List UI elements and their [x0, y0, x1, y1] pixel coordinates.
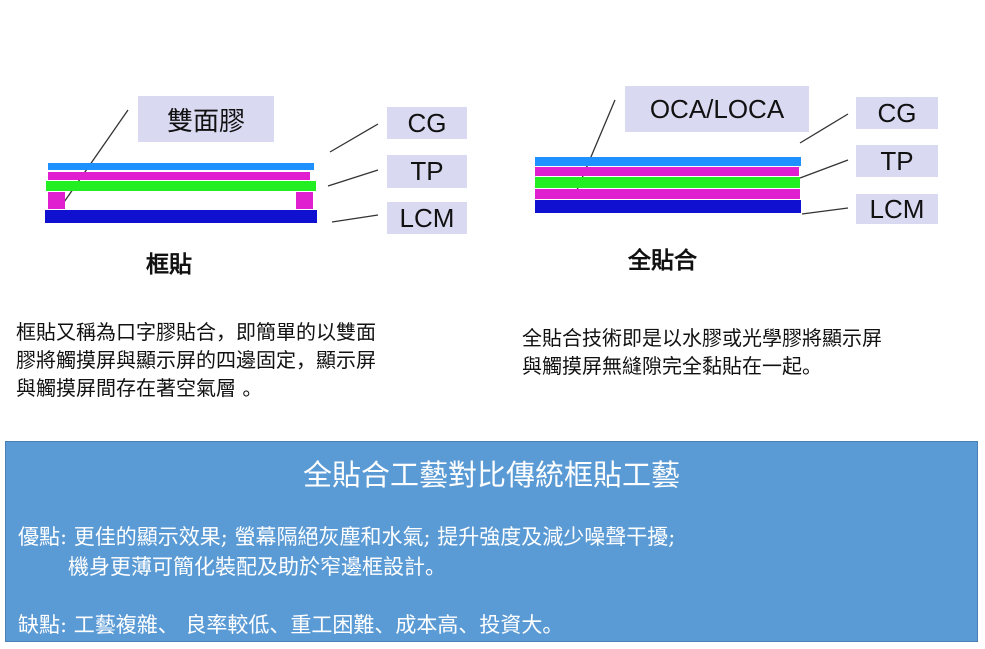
frame-tape-right-side — [296, 192, 313, 209]
description-line: 與觸摸屏無縫隙完全黏貼在一起。 — [522, 354, 822, 378]
adhesive-layer-right-top — [535, 167, 799, 176]
caption-full-lamination: 全貼合 — [628, 248, 697, 274]
adhesive-label-left: 雙面膠 — [138, 96, 274, 142]
tp-label-left: TP — [387, 155, 467, 188]
adhesive-layer-right-bottom — [535, 189, 800, 199]
lcm-label-right: LCM — [856, 194, 938, 224]
description-line: 膠將觸摸屏與顯示屏的四邊固定，顯示屏 — [16, 348, 376, 372]
pros-line-1: 優點: 更佳的顯示效果; 螢幕隔絕灰塵和水氣; 提升強度及減少噪聲干擾; — [18, 525, 676, 549]
leader-lcm-right — [801, 207, 849, 215]
leader-cg-right — [799, 113, 849, 144]
leader-lcm-left — [331, 214, 379, 223]
comparison-panel: 全貼合工藝對比傳統框貼工藝 優點: 更佳的顯示效果; 螢幕隔絕灰塵和水氣; 提升… — [5, 441, 978, 642]
leader-cg-left — [329, 123, 379, 153]
description-full-lamination: 全貼合技術即是以水膠或光學膠將顯示屏 與觸摸屏無縫隙完全黏貼在一起。 — [522, 324, 882, 380]
tp-label-right: TP — [856, 145, 938, 177]
description-frame-lamination: 框貼又稱為口字膠貼合，即簡單的以雙面 膠將觸摸屏與顯示屏的四邊固定，顯示屏 與觸… — [16, 318, 376, 402]
lcm-label-left: LCM — [387, 202, 467, 234]
description-line: 與觸摸屏間存在著空氣層 。 — [16, 376, 263, 400]
cg-label-right: CG — [856, 97, 938, 129]
comparison-title: 全貼合工藝對比傳統框貼工藝 — [302, 458, 680, 492]
leader-tp-right — [799, 159, 849, 179]
cg-layer-left — [48, 163, 314, 170]
adhesive-layer-left — [48, 172, 310, 180]
leader-tp-left — [327, 169, 379, 187]
lcm-layer-right — [535, 200, 801, 213]
pros-line-2: 機身更薄可簡化裝配及助於窄邊框設計。 — [68, 555, 446, 579]
description-line: 全貼合技術即是以水膠或光學膠將顯示屏 — [522, 326, 882, 350]
cons-line: 缺點: 工藝複雜、 良率較低、重工困難、成本高、投資大。 — [18, 613, 564, 637]
lcm-layer-left — [45, 210, 317, 223]
adhesive-label-right: OCA/LOCA — [625, 86, 809, 132]
caption-frame-lamination: 框貼 — [146, 252, 192, 278]
frame-tape-left-side — [48, 192, 65, 209]
tp-layer-left — [46, 181, 316, 191]
cg-label-left: CG — [387, 107, 467, 139]
cg-layer-right — [535, 157, 801, 166]
tp-layer-right — [535, 177, 800, 188]
description-line: 框貼又稱為口字膠貼合，即簡單的以雙面 — [16, 320, 376, 344]
